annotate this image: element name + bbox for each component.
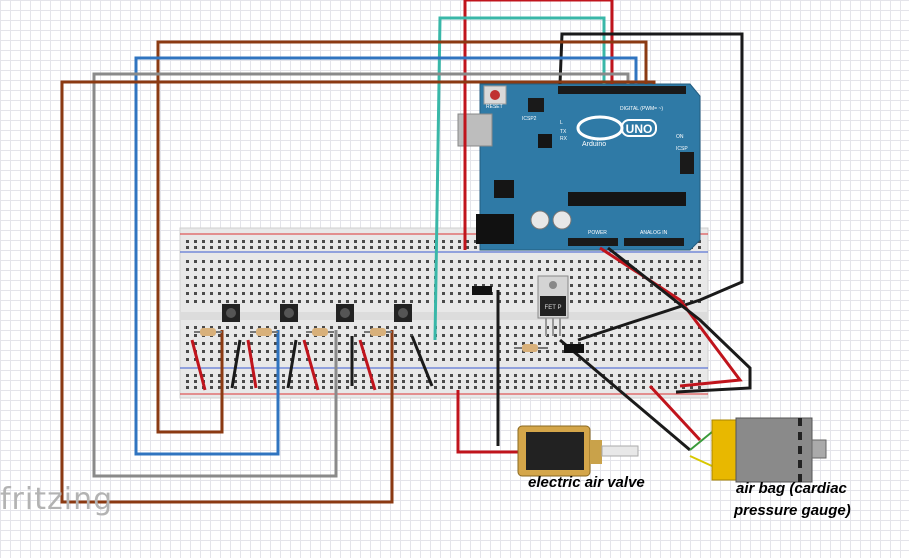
power-label: POWER — [588, 230, 607, 236]
reset-label: RESET — [486, 104, 503, 110]
wire-black-gnd — [607, 246, 752, 394]
mosfet: FET P — [537, 275, 569, 336]
airbag-label-line2: pressure gauge) — [734, 502, 851, 519]
airbag-label-line1: air bag (cardiac — [736, 480, 847, 497]
icsp2-label: ICSP2 — [522, 116, 537, 122]
resistor-4 — [364, 328, 392, 336]
arduino-brand-text: Arduino — [582, 141, 606, 148]
power-header — [568, 238, 618, 246]
usb-port — [457, 113, 493, 147]
digital-label: DIGITAL (PWM= ~) — [620, 106, 663, 112]
icsp-label: ICSP — [676, 146, 688, 152]
wire-brown-2 — [60, 80, 656, 504]
analog-header — [624, 238, 684, 246]
wire-red-valve — [456, 390, 520, 454]
arduino-uno-board: UNO Arduino RESET ICSP2 ICSP DIGITAL (PW… — [457, 83, 701, 251]
wire-black-motor — [559, 338, 691, 452]
breadboard — [179, 227, 709, 399]
digital-header — [558, 86, 686, 94]
air-bag-motor — [689, 417, 827, 483]
wire-red-motor — [648, 384, 702, 442]
resistors — [194, 328, 548, 352]
power-jack — [476, 214, 514, 244]
wires — [60, 0, 752, 504]
on-label: ON — [676, 134, 684, 140]
wire-teal — [433, 16, 606, 341]
electric-air-valve — [517, 425, 639, 477]
fritzing-watermark: fritzing — [0, 482, 114, 517]
wire-blue — [134, 56, 638, 456]
diode-1 — [472, 286, 492, 295]
resistor-2 — [250, 328, 278, 336]
mosfet-label: FET P — [545, 305, 562, 311]
wire-gray — [92, 72, 630, 478]
resistor-1 — [194, 328, 222, 336]
resistor-3 — [306, 328, 334, 336]
push-buttons — [222, 304, 412, 322]
analog-label: ANALOG IN — [640, 230, 668, 236]
diode-2 — [564, 344, 584, 353]
l-led-label: L — [560, 120, 563, 126]
tx-label: TX — [560, 129, 567, 135]
resistor-5 — [514, 344, 548, 352]
icsp-header — [680, 152, 694, 174]
uno-logo-text: UNO — [626, 122, 653, 136]
valve-label: electric air valve — [528, 474, 645, 491]
atmega-chip — [568, 192, 686, 206]
wire-brown-1 — [156, 40, 648, 434]
reset-button — [490, 90, 500, 100]
rx-label: RX — [560, 136, 568, 142]
